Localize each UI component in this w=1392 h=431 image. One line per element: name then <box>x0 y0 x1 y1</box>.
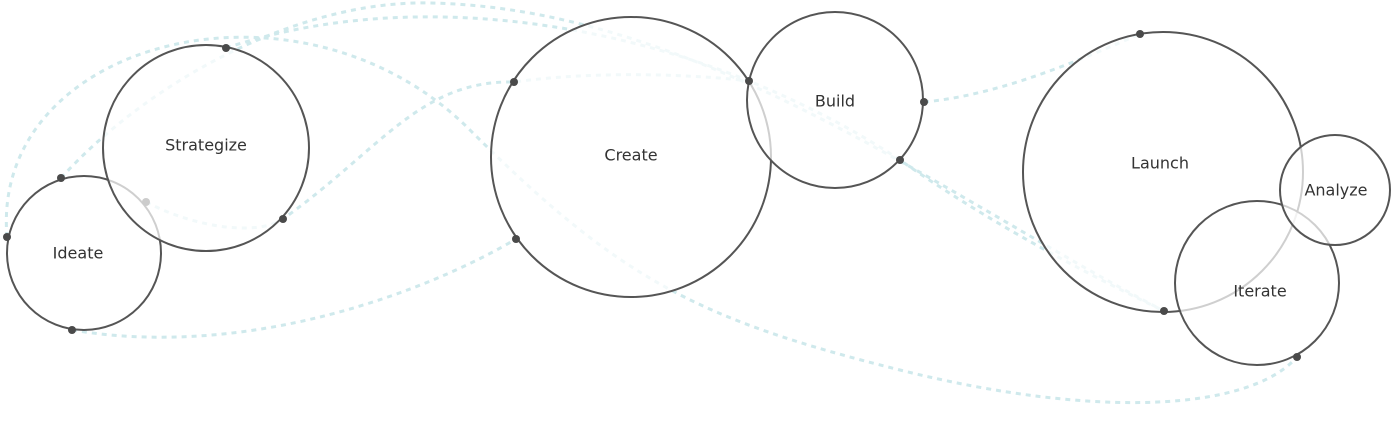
labels: Ideate Strategize Create Build Launch It… <box>53 92 1368 301</box>
node-ideate[interactable] <box>6 175 162 331</box>
link-strategize-build <box>225 15 1165 313</box>
link-ideate-create <box>71 237 517 339</box>
link-ideate-iterate <box>4 35 1299 405</box>
connection-points <box>3 30 1301 361</box>
port-dot[interactable] <box>222 44 230 52</box>
label-build: Build <box>815 92 855 111</box>
label-iterate: Iterate <box>1233 282 1286 301</box>
port-dot[interactable] <box>510 78 518 86</box>
port-dot[interactable] <box>920 98 928 106</box>
nodes <box>6 11 1391 366</box>
port-dot[interactable] <box>896 156 904 164</box>
port-dot[interactable] <box>1160 307 1168 315</box>
label-launch: Launch <box>1131 154 1189 173</box>
port-dot[interactable] <box>57 174 65 182</box>
label-analyze: Analyze <box>1304 181 1367 200</box>
node-iterate[interactable] <box>1174 200 1340 366</box>
label-ideate: Ideate <box>53 244 104 263</box>
port-dot[interactable] <box>512 235 520 243</box>
port-dot-faded <box>142 198 150 206</box>
port-dot[interactable] <box>1136 30 1144 38</box>
port-dot[interactable] <box>279 215 287 223</box>
port-dot[interactable] <box>1293 353 1301 361</box>
label-create: Create <box>604 146 657 165</box>
port-dot[interactable] <box>745 77 753 85</box>
node-analyze[interactable] <box>1279 134 1391 246</box>
port-dot[interactable] <box>68 326 76 334</box>
port-dot[interactable] <box>3 233 11 241</box>
node-strategize[interactable] <box>102 44 310 252</box>
label-strategize: Strategize <box>165 136 247 155</box>
